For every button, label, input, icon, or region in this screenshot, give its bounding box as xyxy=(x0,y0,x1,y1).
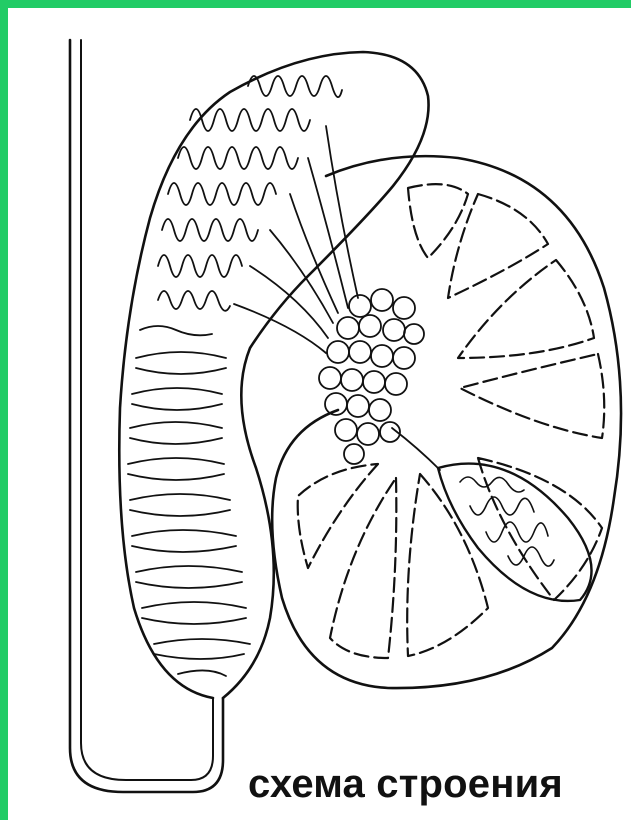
diagram-caption: схема строения xyxy=(248,762,563,807)
efferent-ductules xyxy=(234,126,358,353)
lobule xyxy=(460,354,604,438)
duct-upper-5 xyxy=(162,219,258,241)
duct-upper-3 xyxy=(178,147,298,169)
duct-upper-2 xyxy=(190,109,310,131)
vas-deferens xyxy=(70,40,223,792)
tubule-connection xyxy=(392,428,440,470)
rete-testis xyxy=(319,289,424,464)
duct-upper-4 xyxy=(168,183,276,205)
lobule xyxy=(298,464,378,568)
lobule xyxy=(330,478,396,658)
lobule xyxy=(478,458,602,600)
duct-upper-7 xyxy=(158,291,230,311)
duct-lower xyxy=(128,326,250,676)
lobule xyxy=(407,474,488,656)
lobule xyxy=(448,194,548,298)
lobule xyxy=(458,260,594,358)
duct-upper-1 xyxy=(248,76,342,97)
testis-epididymis-diagram xyxy=(8,8,631,820)
duct-upper-6 xyxy=(158,255,242,277)
figure-frame: схема строения xyxy=(8,8,631,820)
testis-lobules xyxy=(298,184,605,658)
